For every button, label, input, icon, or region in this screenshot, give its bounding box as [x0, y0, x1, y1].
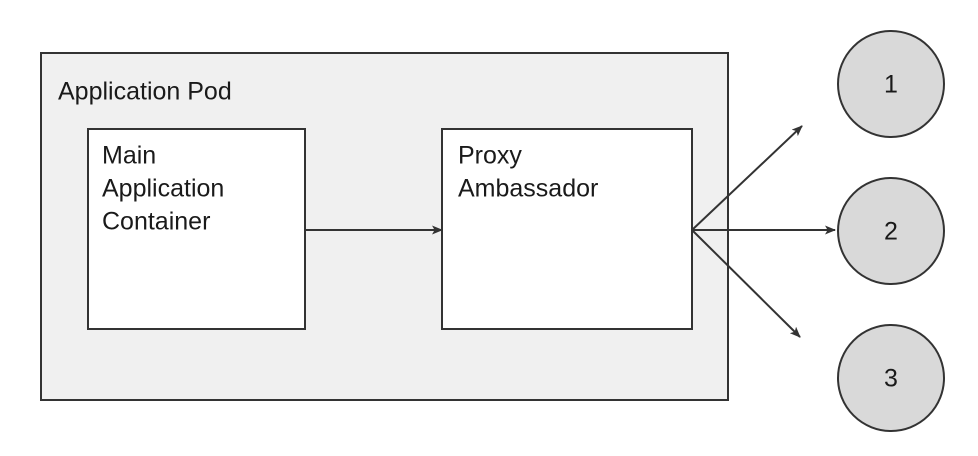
- main-application-container-box: [87, 128, 306, 330]
- proxy-ambassador-label-line-2: Ambassador: [458, 175, 598, 203]
- main-application-container-label-line-2: Application: [102, 175, 224, 203]
- endpoint-3-label: 3: [884, 365, 898, 393]
- endpoint-3-circle: [837, 324, 945, 432]
- endpoint-1-label: 1: [884, 71, 898, 99]
- proxy-ambassador-label-line-1: Proxy: [458, 142, 522, 170]
- main-application-container-label-line-1: Main: [102, 142, 156, 170]
- application-pod-label: Application Pod: [58, 78, 232, 106]
- endpoint-1-circle: [837, 30, 945, 138]
- endpoint-2-label: 2: [884, 218, 898, 246]
- main-application-container-label-line-3: Container: [102, 208, 210, 236]
- edge-proxy-to-endpoint-3: [691, 229, 801, 338]
- endpoint-2-circle: [837, 177, 945, 285]
- proxy-ambassador-box: [441, 128, 693, 330]
- edge-proxy-to-endpoint-1: [691, 125, 803, 231]
